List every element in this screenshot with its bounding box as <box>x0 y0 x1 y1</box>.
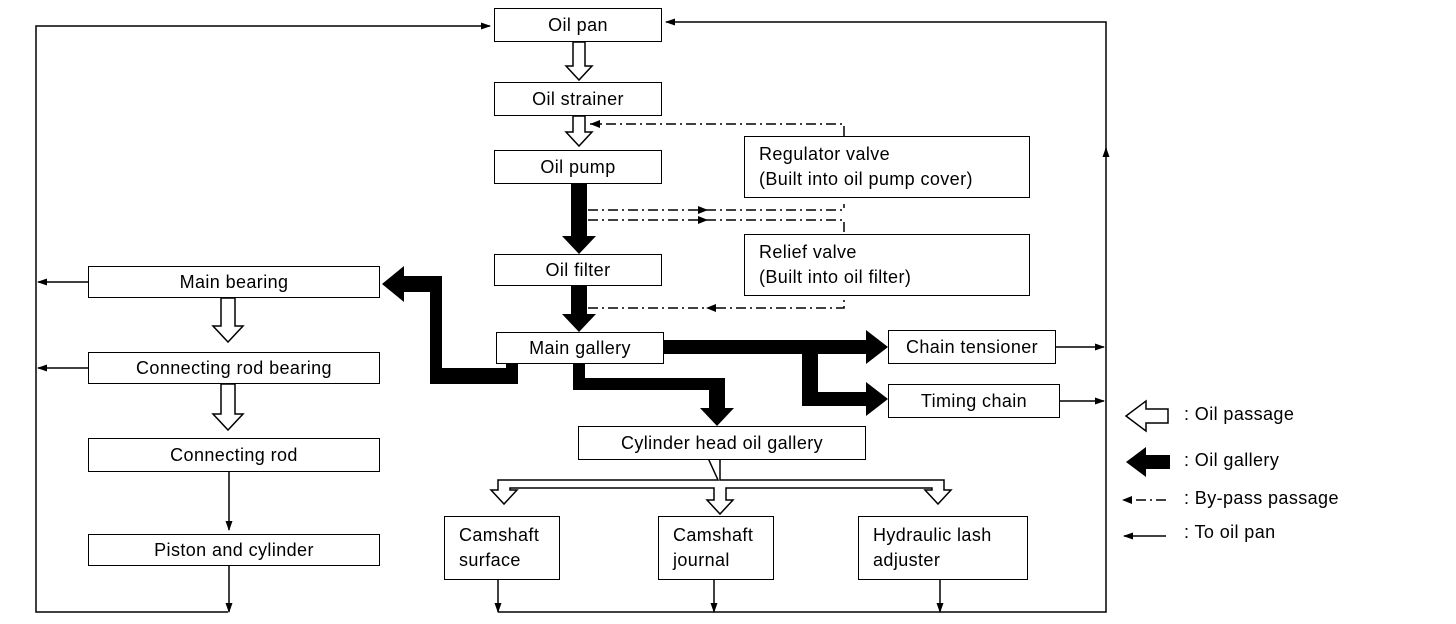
timing-chain-box: Timing chain <box>888 384 1060 418</box>
oil-pump-box: Oil pump <box>494 150 662 184</box>
connecting-rod-label: Connecting rod <box>170 444 298 465</box>
oil-strainer-box: Oil strainer <box>494 82 662 116</box>
legend-bypass-label: : By-pass passage <box>1184 488 1339 508</box>
bypass-arrowheads <box>590 120 716 312</box>
hydraulic-lash-adjuster-line2: adjuster <box>873 550 941 570</box>
legend-oil-passage-symbol <box>1124 399 1169 433</box>
oil-passage-arrows <box>211 41 594 432</box>
main-gallery-label: Main gallery <box>529 337 631 358</box>
oil-pan-label: Oil pan <box>548 14 608 35</box>
return-right-loop <box>498 18 1110 613</box>
legend-to-oil-pan-label: : To oil pan <box>1184 522 1276 542</box>
legend-oil-gallery-symbol <box>1126 447 1170 477</box>
oil-pan-box: Oil pan <box>494 8 662 42</box>
main-bearing-box: Main bearing <box>88 266 380 298</box>
camshaft-journal-line1: Camshaft <box>673 525 754 545</box>
main-gallery-box: Main gallery <box>496 332 664 364</box>
chain-tensioner-box: Chain tensioner <box>888 330 1056 364</box>
cylinder-head-distribution <box>489 457 953 516</box>
legend-oil-gallery-label: : Oil gallery <box>1184 450 1280 470</box>
camshaft-surface-line2: surface <box>459 550 521 570</box>
cylinder-head-oil-gallery-box: Cylinder head oil gallery <box>578 426 866 460</box>
to-oil-pan-arrows-bottom <box>494 580 944 613</box>
piston-and-cylinder-box: Piston and cylinder <box>88 534 380 566</box>
camshaft-journal-line2: journal <box>673 550 730 570</box>
relief-valve-note: (Built into oil filter) <box>759 267 912 287</box>
relief-valve-box: Relief valve (Built into oil filter) <box>744 234 1030 296</box>
to-oil-pan-arrows-left <box>37 278 233 613</box>
connecting-rod-bearing-label: Connecting rod bearing <box>136 357 332 378</box>
oil-gallery-arrows <box>382 184 888 426</box>
timing-chain-label: Timing chain <box>920 390 1028 411</box>
hydraulic-lash-adjuster-box: Hydraulic lash adjuster <box>858 516 1028 580</box>
to-oil-pan-arrows-right <box>1056 343 1105 405</box>
connecting-rod-bearing-box: Connecting rod bearing <box>88 352 380 384</box>
hydraulic-lash-adjuster-line1: Hydraulic lash <box>873 525 992 545</box>
piston-and-cylinder-label: Piston and cylinder <box>154 539 314 560</box>
legend-symbols <box>1122 399 1170 540</box>
camshaft-surface-line1: Camshaft <box>459 525 540 545</box>
camshaft-journal-box: Camshaft journal <box>658 516 774 580</box>
bypass-passages <box>588 123 845 309</box>
connecting-rod-box: Connecting rod <box>88 438 380 472</box>
regulator-valve-box: Regulator valve (Built into oil pump cov… <box>744 136 1030 198</box>
chain-tensioner-label: Chain tensioner <box>905 336 1039 357</box>
legend-oil-passage-label: : Oil passage <box>1184 404 1295 424</box>
relief-valve-title: Relief valve <box>759 242 857 262</box>
regulator-valve-note: (Built into oil pump cover) <box>759 169 973 189</box>
cylinder-head-oil-gallery-label: Cylinder head oil gallery <box>620 432 824 453</box>
oil-filter-label: Oil filter <box>545 259 611 280</box>
regulator-valve-title: Regulator valve <box>759 144 891 164</box>
oil-filter-box: Oil filter <box>494 254 662 286</box>
return-left-loop <box>35 22 491 613</box>
camshaft-surface-box: Camshaft surface <box>444 516 560 580</box>
main-bearing-label: Main bearing <box>179 271 289 292</box>
oil-strainer-label: Oil strainer <box>532 88 624 109</box>
oil-pump-label: Oil pump <box>540 156 616 177</box>
